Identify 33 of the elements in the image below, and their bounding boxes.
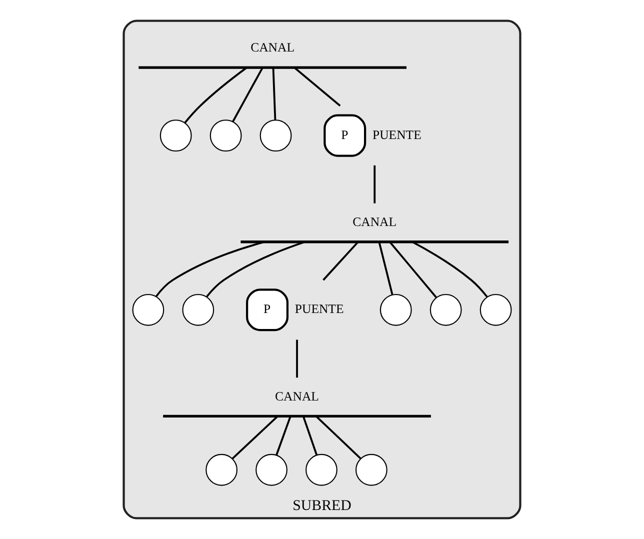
connector <box>232 67 264 122</box>
node-circle <box>210 120 242 152</box>
node-circle <box>182 294 214 326</box>
node-circle <box>256 454 288 486</box>
node-text: CANAL <box>352 215 397 230</box>
connector <box>294 67 341 106</box>
node-circle <box>430 294 462 326</box>
connector <box>155 240 266 297</box>
node-label: PUENTE <box>372 128 422 142</box>
connector <box>232 416 278 460</box>
connector <box>184 66 248 124</box>
connector <box>412 241 488 298</box>
node-circle <box>380 294 412 326</box>
connector <box>374 165 376 204</box>
node-circle <box>306 454 338 486</box>
connector <box>389 242 438 298</box>
node-circle <box>480 294 512 326</box>
node-circle <box>132 294 164 326</box>
node-text: CANAL <box>275 389 319 404</box>
connector <box>302 416 318 456</box>
connector <box>272 68 276 120</box>
connector <box>206 240 306 298</box>
connector <box>316 416 362 460</box>
node-text: CANAL <box>250 40 295 55</box>
node-circle <box>355 454 388 486</box>
node-circle <box>260 120 292 152</box>
node-label: PUENTE <box>294 302 344 316</box>
connector <box>322 242 358 281</box>
node-circle <box>206 454 238 486</box>
connector <box>296 340 298 378</box>
connector <box>276 416 292 456</box>
node-circle <box>160 120 192 152</box>
connector <box>378 242 394 295</box>
